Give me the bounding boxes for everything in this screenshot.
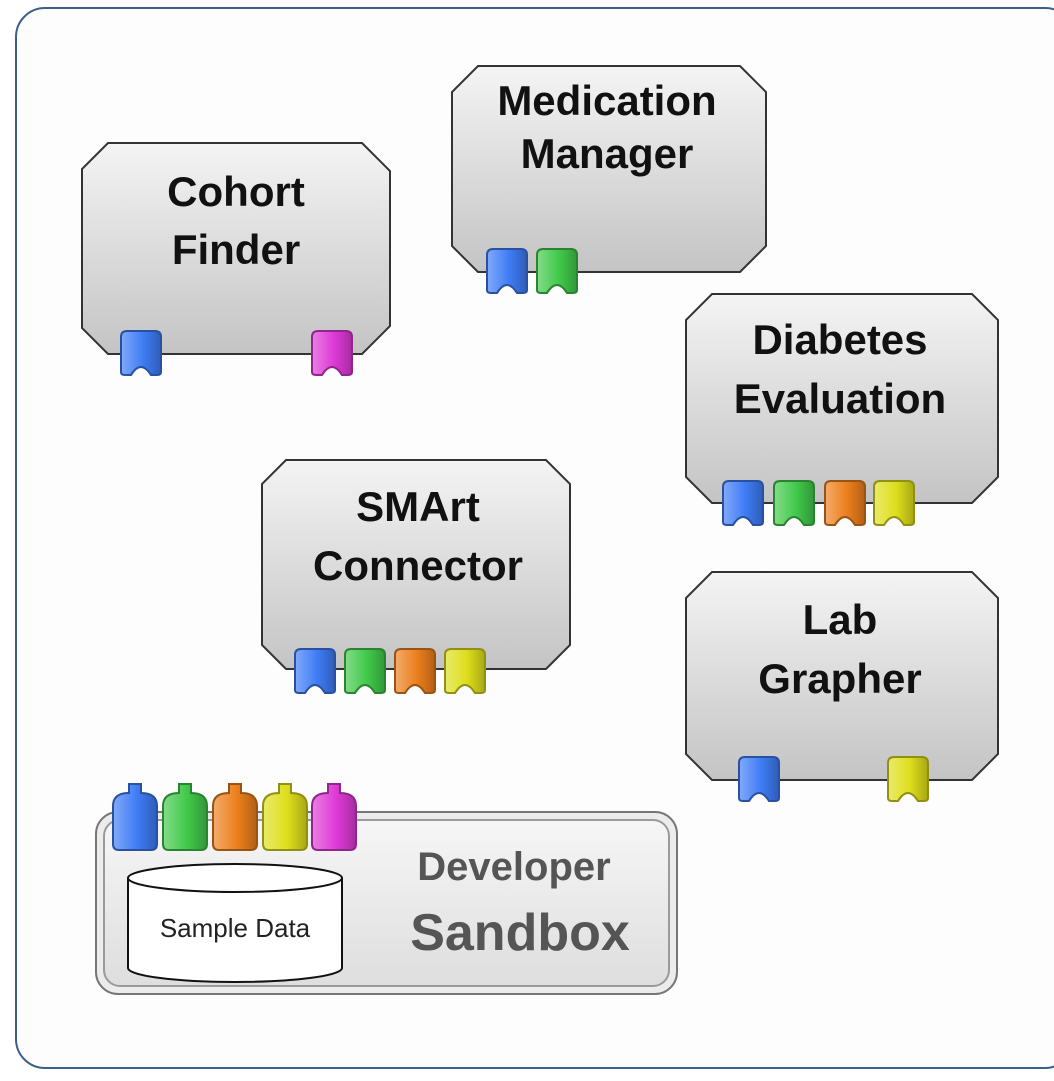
port-blue-icon — [294, 648, 336, 694]
sandbox-title-line1: Developer — [417, 845, 610, 889]
app-title-line1: Cohort — [167, 168, 305, 215]
app-title-line1: Diabetes — [752, 316, 927, 363]
plug-magenta-icon — [311, 783, 357, 851]
port-blue-icon — [486, 248, 528, 294]
port-orange-icon — [824, 480, 866, 526]
port-green-icon — [773, 480, 815, 526]
app-title-line1: Medication — [497, 77, 716, 124]
app-title-line2: Manager — [521, 130, 694, 177]
app-smart-connector: SMArt Connector — [261, 459, 571, 694]
port-magenta-icon — [311, 330, 353, 376]
port-green-icon — [344, 648, 386, 694]
app-title-line2: Grapher — [758, 655, 921, 702]
port-yellow-icon — [887, 756, 929, 802]
app-box — [685, 293, 999, 504]
plug-yellow-icon — [262, 783, 308, 851]
app-box — [261, 459, 571, 670]
app-title-line2: Evaluation — [734, 375, 946, 422]
app-box — [451, 65, 767, 273]
port-yellow-icon — [873, 480, 915, 526]
sandbox-title-line2: Sandbox — [410, 904, 630, 962]
app-lab-grapher: Lab Grapher — [685, 571, 999, 802]
plug-blue-icon — [112, 783, 158, 851]
port-yellow-icon — [444, 648, 486, 694]
port-blue-icon — [120, 330, 162, 376]
app-title-line2: Finder — [172, 226, 300, 273]
port-blue-icon — [738, 756, 780, 802]
app-cohort-finder: Cohort Finder — [81, 142, 391, 376]
app-medication-manager: Medication Manager — [451, 65, 767, 294]
app-title-line1: Lab — [803, 596, 878, 643]
app-title-line1: SMArt — [356, 483, 480, 530]
app-box — [81, 142, 391, 355]
database-icon — [127, 863, 343, 983]
app-diabetes-evaluation: Diabetes Evaluation — [685, 293, 999, 526]
app-title-line2: Connector — [313, 542, 523, 589]
plug-green-icon — [162, 783, 208, 851]
developer-sandbox: Developer Sandbox Sample Data — [95, 783, 678, 995]
database-label: Sample Data — [160, 913, 311, 943]
app-box — [685, 571, 999, 781]
port-orange-icon — [394, 648, 436, 694]
port-blue-icon — [722, 480, 764, 526]
plug-orange-icon — [212, 783, 258, 851]
port-green-icon — [536, 248, 578, 294]
